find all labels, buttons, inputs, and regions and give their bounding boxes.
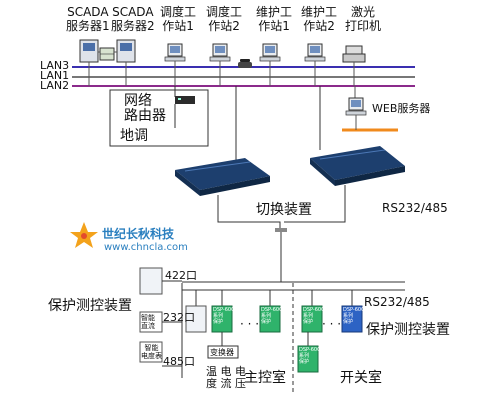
switchgear-room-label: 开关室	[340, 370, 382, 386]
maintenance-workstation-2-icon	[304, 43, 326, 86]
scada-server-2-label: SCADA 服务器2	[111, 5, 155, 33]
meter-device-label: 智能 电度表	[141, 344, 162, 361]
protection-device-switch-2-icon	[341, 290, 363, 333]
router-group-box	[109, 89, 209, 147]
measurands-label: 温 电 电 度 流 压	[206, 365, 246, 391]
switch-device-right-icon	[310, 146, 405, 186]
router-label: 网络 路由器	[124, 93, 166, 124]
company-logo-icon	[70, 222, 98, 248]
main-control-room-label: 主控室	[244, 370, 286, 386]
protection-device-main-2-icon	[259, 290, 281, 333]
transducer-label: 变换器	[210, 348, 234, 357]
port-422-label: 422口	[165, 269, 197, 282]
scada-server-1-icon	[79, 39, 99, 86]
lan1-label: LAN1	[40, 69, 70, 82]
protection-device-main-0-icon	[185, 290, 207, 333]
main-device-2-model: DSP-600 系列 保护	[261, 307, 283, 325]
dc-device-label: 智能 直流	[141, 314, 155, 331]
dispatch-center-label: 地调	[120, 128, 148, 144]
port-232-label: 232口	[163, 311, 195, 324]
lan3-label: LAN3	[40, 59, 70, 72]
main-device-1-model: DSP-600 系列 保护	[213, 307, 235, 325]
laser-printer-icon	[342, 45, 366, 86]
switch-device-1-model: DSP-600 系列 保护	[303, 307, 325, 325]
switch-device-2-model: DSP-600 系列 保护	[343, 307, 365, 325]
protection-device-main-1-icon	[211, 290, 233, 333]
maintenance-workstation-1-label: 维护工 作站1	[256, 5, 293, 33]
scada-server-1-label: SCADA 服务器1	[66, 5, 110, 33]
protection-device-switch-1-icon	[301, 290, 323, 333]
switch-output-left	[217, 195, 281, 230]
lan2-label: LAN2	[40, 79, 70, 92]
meter-device-box	[139, 341, 163, 363]
company-logo-name: 世纪长秋科技	[102, 227, 175, 241]
scada-server-2-icon	[116, 39, 136, 86]
protection-left-label: 保护测控装置	[48, 298, 132, 314]
switch-output-right	[284, 185, 346, 223]
dots-switch: · · ·	[322, 317, 342, 331]
laser-printer-label: 激光 打印机	[345, 5, 382, 33]
rs232-top-label: RS232/485	[382, 201, 448, 215]
protection-right-label: 保护测控装置	[366, 322, 450, 338]
port-485-label: 485口	[163, 355, 195, 368]
junction-connector	[275, 228, 287, 232]
port-422-device-icon	[139, 267, 163, 295]
web-server-label: WEB服务器	[372, 102, 431, 115]
transducer-box	[207, 345, 239, 359]
dispatch-workstation-2-icon	[209, 43, 231, 86]
web-server-icon	[345, 97, 367, 116]
company-logo-url: www.chncla.com	[104, 242, 188, 253]
dispatch-workstation-1-label: 调度工 作站1	[160, 5, 197, 33]
switch-device-3-model: DSP-600 系列 保护	[299, 347, 321, 365]
disk-array-icon	[98, 47, 117, 61]
dispatch-workstation-2-label: 调度工 作站2	[206, 5, 243, 33]
switch-device-label: 切换装置	[256, 202, 312, 218]
dots-main: · · ·	[240, 317, 260, 331]
dispatch-workstation-1-icon	[164, 43, 186, 86]
telephone-icon	[238, 59, 252, 68]
protection-device-switch-3-icon	[297, 332, 319, 373]
maintenance-workstation-2-label: 维护工 作站2	[301, 5, 338, 33]
router-icon	[175, 96, 195, 104]
maintenance-workstation-1-icon	[259, 43, 281, 86]
rs232-bottom-label: RS232/485	[364, 295, 430, 309]
switch-device-left-icon	[175, 158, 270, 196]
